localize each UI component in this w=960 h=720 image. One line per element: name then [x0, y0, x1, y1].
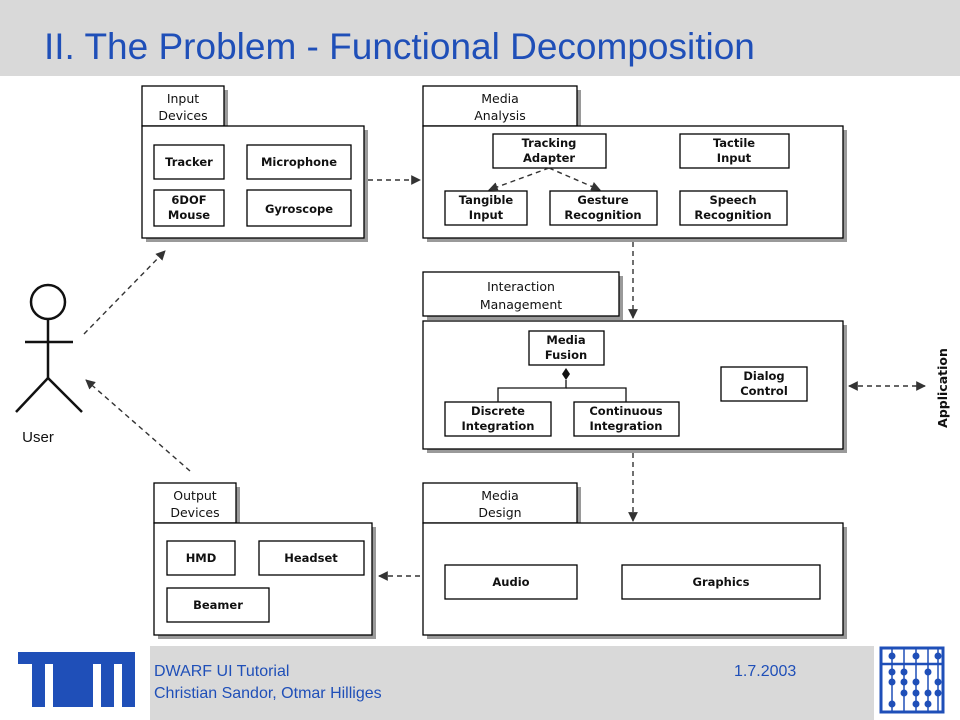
user-label: User [22, 429, 54, 446]
user-actor [15, 283, 83, 413]
media-design-tab-line2: Design [478, 505, 521, 520]
hmd-label: HMD [186, 551, 217, 565]
media-analysis-package: Media Analysis Tracking Adapter Tactile … [422, 85, 847, 242]
6dof-mouse-label-line1: 6DOF [171, 193, 206, 207]
6dof-mouse-label-line2: Mouse [168, 208, 210, 222]
dialog-control-label-line1: Dialog [743, 369, 784, 383]
speech-recognition-label-line2: Recognition [694, 208, 771, 222]
footer-tutorial-name: DWARF UI Tutorial [154, 663, 290, 680]
input-devices-tab-line1: Input [167, 91, 199, 106]
dialog-control-box [720, 366, 808, 402]
tangible-input-box [444, 190, 528, 226]
beamer-label: Beamer [193, 598, 243, 612]
6dof-mouse-box [153, 189, 225, 227]
tracking-to-tangible-arrow [488, 167, 550, 192]
gesture-recognition-label-line1: Gesture [577, 193, 628, 207]
gyroscope-box [246, 189, 352, 227]
media-design-package: Media Design Audio Graphics [422, 482, 847, 639]
fusion-to-discrete-line [497, 380, 567, 402]
speech-recognition-label-line1: Speech [709, 193, 756, 207]
output-devices-package: Output Devices HMD Headset Beamer [153, 482, 376, 639]
title-band [0, 0, 960, 76]
fusion-to-continuous-line [566, 387, 627, 402]
abacus-logo [874, 646, 960, 720]
input-devices-package: Input Devices Tracker Microphone 6DOF Mo… [141, 85, 368, 242]
media-design-tab-line1: Media [481, 488, 519, 503]
gesture-recognition-box [549, 190, 658, 226]
gyroscope-label: Gyroscope [265, 202, 333, 216]
continuous-integration-label-line2: Integration [590, 419, 663, 433]
tracking-adapter-label-line2: Adapter [523, 151, 575, 165]
interaction-management-tab [422, 271, 620, 317]
speech-recognition-box [679, 190, 788, 226]
microphone-label: Microphone [261, 155, 337, 169]
hmd-box [166, 540, 236, 576]
interaction-management-package: Interaction Management Media Fusion Dial… [422, 271, 847, 453]
gesture-recognition-label-line2: Recognition [564, 208, 641, 222]
headset-box [258, 540, 365, 576]
input-devices-tab [141, 85, 225, 127]
tracker-label: Tracker [165, 155, 213, 169]
tactile-input-label-line1: Tactile [713, 136, 755, 150]
output-devices-tab-line1: Output [173, 488, 217, 503]
media-fusion-label-line2: Fusion [545, 348, 587, 362]
tracking-to-gesture-arrow [548, 167, 601, 192]
tactile-input-box [679, 133, 790, 169]
beamer-box [166, 587, 270, 623]
continuous-integration-box [573, 401, 680, 437]
tracker-box [153, 144, 225, 180]
output-devices-tab [153, 482, 237, 524]
discrete-integration-label-line2: Integration [462, 419, 535, 433]
dialog-control-label-line2: Control [740, 384, 788, 398]
interaction-management-tab-line2: Management [480, 297, 562, 312]
input-devices-tab-line2: Devices [158, 108, 207, 123]
audio-box [444, 564, 578, 600]
tactile-input-label-line2: Input [717, 151, 752, 165]
application-label: Application [935, 348, 950, 428]
microphone-box [246, 144, 352, 180]
tum-logo [0, 646, 150, 720]
continuous-integration-label-line1: Continuous [589, 404, 662, 418]
tangible-input-label-line1: Tangible [459, 193, 514, 207]
slide-title: II. The Problem - Functional Decompositi… [44, 26, 755, 67]
interaction-management-tab-line1: Interaction [487, 279, 555, 294]
media-fusion-box [528, 330, 605, 366]
media-analysis-tab-line1: Media [481, 91, 519, 106]
tangible-input-label-line2: Input [469, 208, 504, 222]
tracking-adapter-box [492, 133, 607, 169]
audio-label: Audio [492, 575, 529, 589]
discrete-integration-label-line1: Discrete [471, 404, 525, 418]
output-devices-tab-line2: Devices [170, 505, 219, 520]
headset-label: Headset [284, 551, 338, 565]
footer-date: 1.7.2003 [734, 663, 797, 680]
tracking-adapter-label-line1: Tracking [522, 136, 577, 150]
media-fusion-label-line1: Media [546, 333, 585, 347]
composition-diamond [562, 368, 570, 380]
user-to-input-arrow [83, 250, 166, 335]
footer-authors: Christian Sandor, Otmar Hilliges [154, 685, 382, 702]
media-analysis-tab-line2: Analysis [474, 108, 526, 123]
output-to-user-arrow [85, 379, 191, 472]
graphics-box [621, 564, 821, 600]
graphics-label: Graphics [693, 575, 750, 589]
user-head [29, 283, 67, 321]
media-design-tab [422, 482, 578, 524]
